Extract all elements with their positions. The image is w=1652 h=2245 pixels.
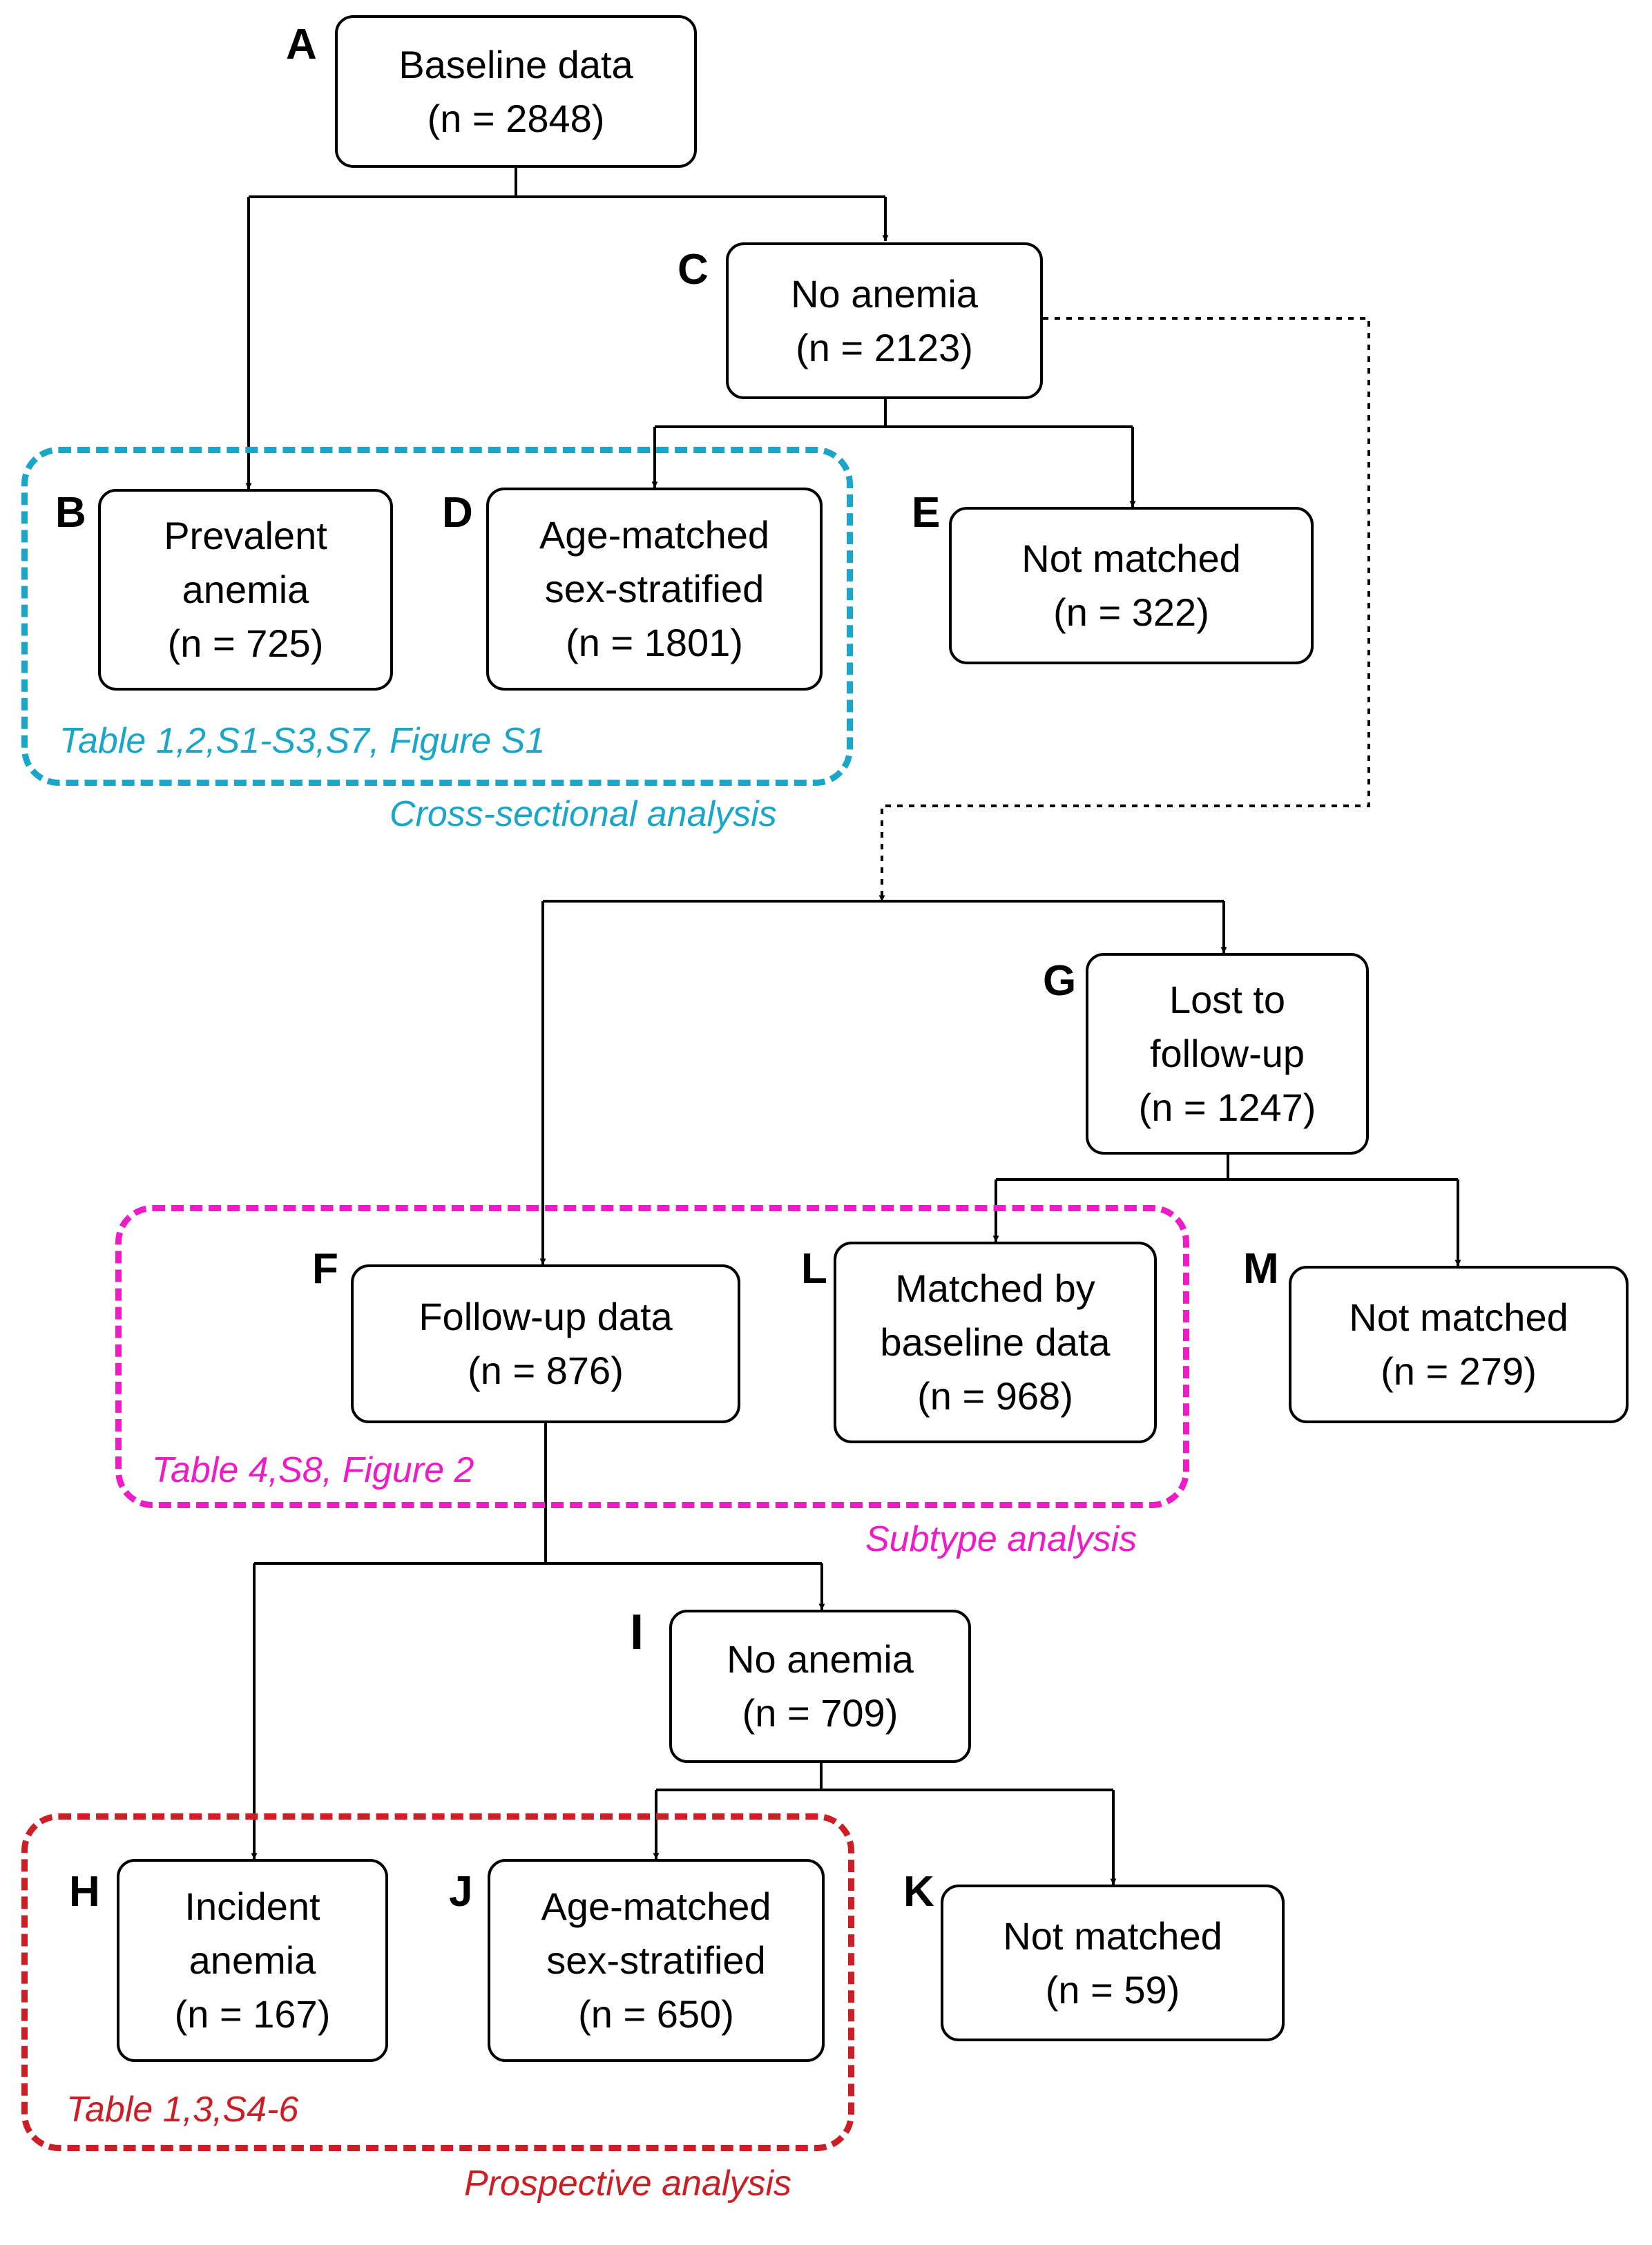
node-j-line-1: Age-matched [541, 1885, 771, 1928]
node-a-baseline-data: Baseline data (n = 2848) [335, 15, 697, 168]
node-h-line-1: Incident [184, 1885, 320, 1928]
node-c-no-anemia: No anemia (n = 2123) [726, 242, 1043, 399]
cross-sectional-refs: Table 1,2,S1-S3,S7, Figure S1 [59, 721, 546, 761]
connector-g-to-l-m [996, 1155, 1458, 1181]
node-e-line-1: Not matched [1021, 537, 1241, 580]
prospective-analysis-group [21, 1813, 854, 2151]
connector-f-to-h-i [254, 1423, 822, 1565]
node-d-age-matched: Age-matched sex-stratified (n = 1801) [486, 488, 823, 691]
node-g-lost-to-follow-up: Lost to follow-up (n = 1247) [1086, 953, 1369, 1155]
node-a-line-2: (n = 2848) [427, 96, 605, 140]
node-g-line-3: (n = 1247) [1138, 1086, 1316, 1129]
node-b-line-2: anemia [182, 568, 309, 611]
node-m-letter: M [1243, 1245, 1279, 1293]
node-d-letter: D [442, 489, 473, 537]
node-a-line-1: Baseline data [398, 42, 633, 86]
node-h-letter: H [69, 1868, 100, 1916]
node-k-letter: K [903, 1868, 934, 1916]
node-k-not-matched: Not matched (n = 59) [941, 1885, 1285, 2041]
prospective-refs: Table 1,3,S4-6 [66, 2090, 299, 2130]
node-f-follow-up-data: Follow-up data (n = 876) [351, 1264, 740, 1423]
subtype-refs: Table 4,S8, Figure 2 [152, 1450, 474, 1490]
prospective-label: Prospective analysis [464, 2164, 791, 2204]
node-g-line-1: Lost to [1169, 978, 1286, 1021]
node-h-line-2: anemia [189, 1938, 316, 1982]
node-b-letter: B [55, 489, 86, 537]
dotted-followup-path [878, 317, 1370, 902]
connector-a-to-b-c [249, 168, 885, 198]
node-a-letter: A [286, 21, 317, 68]
node-i-line-1: No anemia [727, 1637, 914, 1681]
node-d-line-2: sex-stratified [544, 567, 765, 610]
node-e-not-matched: Not matched (n = 322) [949, 507, 1314, 664]
node-f-line-1: Follow-up data [419, 1295, 673, 1338]
node-j-age-matched: Age-matched sex-stratified (n = 650) [488, 1859, 825, 2062]
node-m-line-1: Not matched [1349, 1295, 1568, 1339]
node-g-letter: G [1043, 957, 1077, 1005]
node-l-letter: L [801, 1245, 827, 1293]
node-j-line-2: sex-stratified [546, 1938, 766, 1982]
node-l-line-1: Matched by [895, 1266, 1095, 1310]
node-g-line-2: follow-up [1149, 1032, 1305, 1075]
node-b-line-1: Prevalent [164, 514, 327, 557]
connector-i-to-j-k [656, 1763, 1113, 1791]
connector-c-to-d-e [655, 399, 1133, 428]
cross-sectional-analysis-group [21, 447, 853, 786]
cross-sectional-label: Cross-sectional analysis [390, 794, 777, 834]
node-b-line-3: (n = 725) [167, 622, 324, 665]
node-l-line-2: baseline data [880, 1320, 1111, 1364]
node-e-line-2: (n = 322) [1053, 590, 1209, 634]
node-j-line-3: (n = 650) [578, 1992, 734, 2036]
node-m-not-matched: Not matched (n = 279) [1289, 1266, 1629, 1423]
node-c-line-1: No anemia [791, 271, 978, 316]
node-h-line-3: (n = 167) [174, 1992, 331, 2036]
node-j-letter: J [449, 1868, 473, 1916]
node-f-letter: F [312, 1245, 338, 1293]
node-l-line-3: (n = 968) [917, 1374, 1073, 1418]
subtype-label: Subtype analysis [865, 1519, 1137, 1559]
node-b-prevalent-anemia: Prevalent anemia (n = 725) [98, 489, 393, 691]
node-e-letter: E [912, 489, 941, 537]
node-l-matched-by-baseline: Matched by baseline data (n = 968) [834, 1242, 1157, 1443]
node-m-line-2: (n = 279) [1381, 1349, 1537, 1393]
node-f-line-2: (n = 876) [468, 1349, 624, 1392]
node-c-line-2: (n = 2123) [796, 325, 973, 369]
node-i-line-2: (n = 709) [742, 1691, 899, 1735]
node-i-no-anemia: No anemia (n = 709) [669, 1610, 971, 1763]
node-i-letter: I [630, 1605, 644, 1660]
subtype-analysis-group [115, 1205, 1189, 1508]
node-d-line-1: Age-matched [539, 513, 770, 557]
node-d-line-3: (n = 1801) [566, 621, 743, 664]
node-h-incident-anemia: Incident anemia (n = 167) [117, 1859, 388, 2062]
node-k-line-1: Not matched [1003, 1914, 1222, 1958]
node-k-line-2: (n = 59) [1045, 1967, 1180, 2012]
node-c-letter: C [678, 246, 709, 293]
